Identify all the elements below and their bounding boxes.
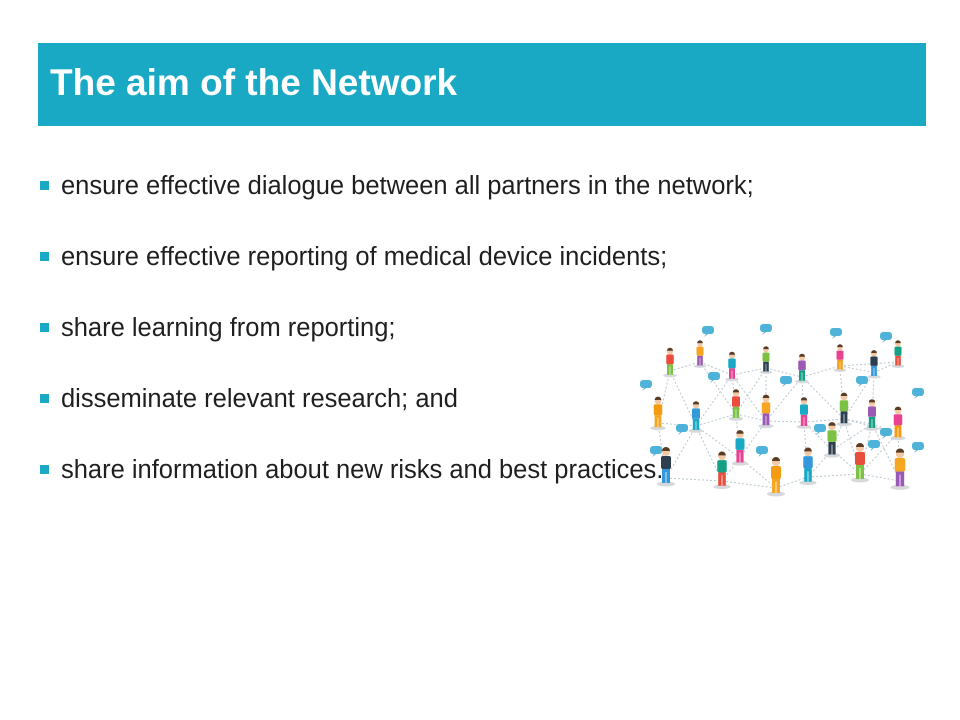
person-figure xyxy=(891,340,905,368)
person-figure xyxy=(657,447,675,487)
speech-bubble-icon xyxy=(912,442,924,453)
person-figure xyxy=(693,340,707,368)
network-link xyxy=(665,477,723,482)
network-link xyxy=(843,372,875,420)
network-link xyxy=(695,425,723,482)
person-figure xyxy=(851,443,869,483)
network-link xyxy=(871,423,901,482)
bullet-item: disseminate relevant research; and xyxy=(38,381,661,417)
network-link xyxy=(695,374,733,427)
network-link xyxy=(859,432,899,475)
network-link xyxy=(739,420,767,459)
person-figure xyxy=(725,351,739,382)
network-link xyxy=(665,425,697,479)
network-link xyxy=(839,361,899,367)
square-bullet-icon xyxy=(40,252,49,261)
speech-bubble-icon xyxy=(650,446,662,457)
person-figure xyxy=(688,401,704,433)
speech-bubble-icon xyxy=(760,324,772,335)
speech-bubble-icon xyxy=(756,446,768,457)
slide-title: The aim of the Network xyxy=(50,62,458,103)
person-figure xyxy=(759,346,773,374)
network-link xyxy=(735,367,767,415)
person-figure xyxy=(864,399,880,431)
bullet-list: ensure effective dialogue between all pa… xyxy=(38,168,758,523)
person-figure xyxy=(833,344,847,372)
network-link xyxy=(765,420,805,423)
network-link xyxy=(735,413,767,422)
speech-bubble-icon xyxy=(912,388,924,399)
people-network-icon xyxy=(640,324,924,497)
bullet-text: disseminate relevant research; and xyxy=(61,385,458,413)
speech-bubble-icon xyxy=(702,326,714,337)
network-link xyxy=(859,473,901,482)
network-link xyxy=(775,476,809,489)
bullet-text: ensure effective reporting of medical de… xyxy=(61,243,668,271)
network-link xyxy=(859,423,873,475)
person-figure xyxy=(823,422,841,458)
network-link xyxy=(801,365,841,378)
network-link xyxy=(843,418,899,434)
bullet-text: share information about new risks and be… xyxy=(61,456,664,484)
person-figure xyxy=(728,389,744,421)
speech-bubble-icon xyxy=(880,332,892,343)
person-figure xyxy=(758,394,774,429)
network-link xyxy=(657,422,667,479)
bullet-text: share learning from reporting; xyxy=(61,314,396,342)
speech-bubble-icon xyxy=(856,376,868,387)
network-link xyxy=(731,374,767,422)
network-link xyxy=(695,413,737,427)
network-link xyxy=(839,365,875,373)
person-figure xyxy=(713,451,731,490)
person-figure xyxy=(890,406,906,441)
person-figure xyxy=(796,397,812,429)
network-link xyxy=(695,425,741,459)
speech-bubble-icon xyxy=(640,380,652,391)
network-link xyxy=(843,418,861,475)
person-figure xyxy=(836,392,852,427)
bullet-item: share information about new risks and be… xyxy=(38,452,701,488)
title-bar: The aim of the Network xyxy=(38,43,926,126)
square-bullet-icon xyxy=(40,181,49,190)
bullet-item: share learning from reporting; xyxy=(38,310,661,346)
speech-bubble-icon xyxy=(708,372,720,383)
person-figure xyxy=(650,396,666,431)
person-figure xyxy=(663,347,677,378)
speech-bubble-icon xyxy=(868,440,880,451)
network-link xyxy=(721,480,777,489)
network-link xyxy=(669,361,701,372)
speech-bubble-icon xyxy=(780,376,792,387)
bullet-text: ensure effective dialogue between all pa… xyxy=(61,172,754,200)
network-link xyxy=(873,361,899,373)
network-link xyxy=(699,361,737,415)
speech-bubble-icon xyxy=(880,428,892,439)
square-bullet-icon xyxy=(40,394,49,403)
bullet-item: ensure effective dialogue between all pa… xyxy=(38,168,761,204)
person-figure xyxy=(795,353,809,384)
person-figure xyxy=(890,448,910,490)
network-link xyxy=(765,376,803,422)
speech-bubble-icon xyxy=(830,328,842,339)
network-link xyxy=(699,361,733,376)
person-figure xyxy=(799,447,817,486)
person-figure xyxy=(767,457,785,497)
network-link xyxy=(807,473,861,478)
person-figure xyxy=(867,350,881,379)
square-bullet-icon xyxy=(40,323,49,332)
speech-bubble-icon xyxy=(676,424,688,435)
network-link xyxy=(803,421,833,451)
speech-bubble-icon xyxy=(814,424,826,435)
person-figure xyxy=(731,430,749,466)
network-link xyxy=(871,372,875,425)
network-link xyxy=(803,418,845,423)
bullet-item: ensure effective reporting of medical de… xyxy=(38,239,701,275)
square-bullet-icon xyxy=(40,465,49,474)
network-link xyxy=(731,367,767,376)
network-link xyxy=(801,376,845,420)
